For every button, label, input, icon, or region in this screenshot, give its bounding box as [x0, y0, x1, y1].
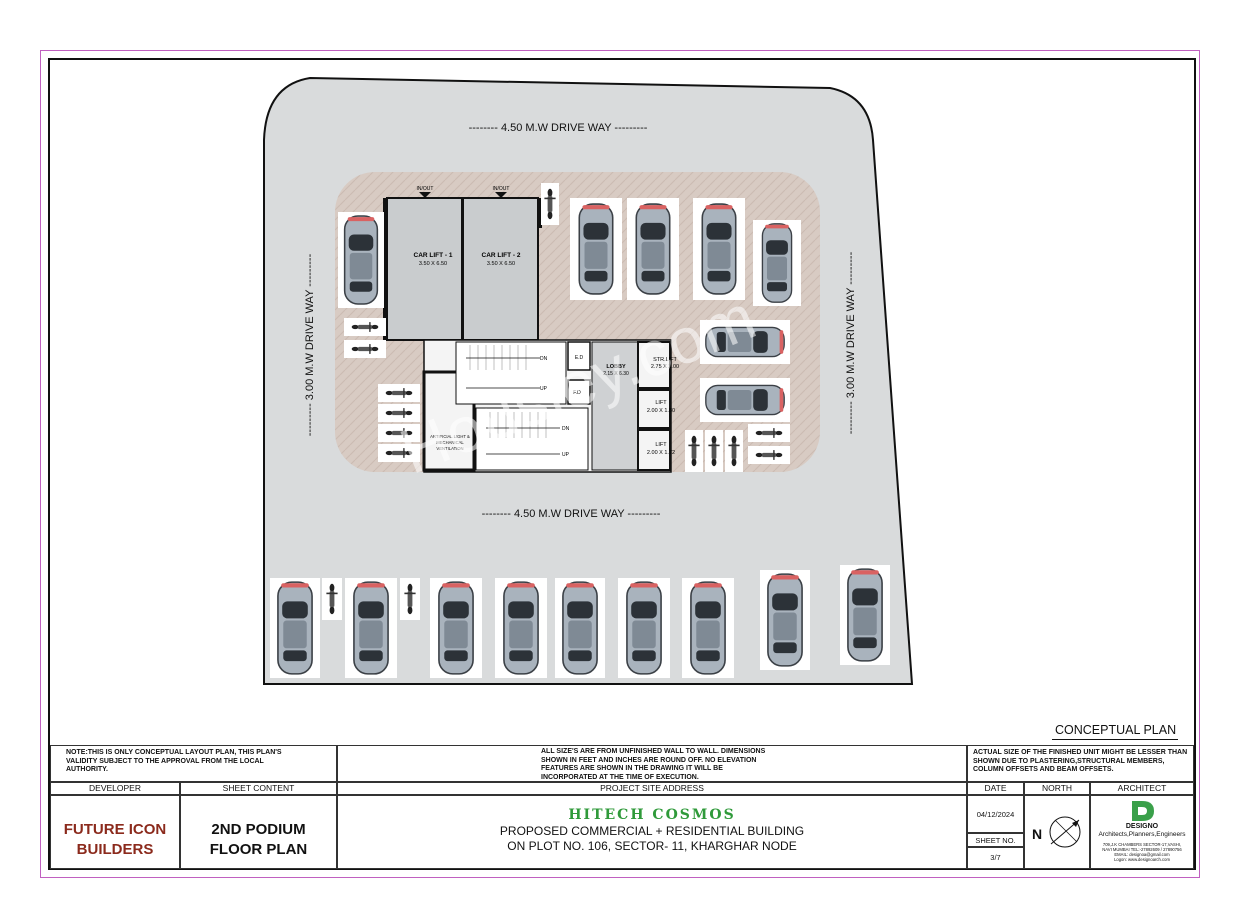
car-lift-1-size: 3.50 X 6.50 [419, 261, 447, 267]
driveway-left-label: --------- 3.00 M.W DRIVE WAY --------- [304, 253, 316, 436]
str-lift-size: 2.75 X 2.00 [651, 364, 679, 370]
fd-label: F.D [573, 390, 581, 396]
car-lift-2-name: CAR LIFT - 2 [482, 252, 521, 259]
driveway-bottom-label: -------- 4.50 M.W DRIVE WAY --------- [482, 508, 661, 520]
lift-1-name: LIFT [655, 400, 667, 406]
hdr-site-address: PROJECT SITE ADDRESS [337, 782, 967, 795]
architect-web: Logon: www.designoarch.com [1114, 857, 1170, 862]
lift-wall-right [538, 198, 542, 228]
lobby-name: LOBBY [606, 364, 626, 370]
actual-note-cell: ACTUAL SIZE OF THE FINISHED UNIT MIGHT B… [967, 745, 1194, 782]
stretcher-lift [637, 341, 671, 389]
north-cell: N [1024, 795, 1090, 869]
architect-address-1: 709,J.K CHAMBERS SECTOR-17,VASHI, [1102, 842, 1182, 847]
podium-bikes [344, 183, 790, 472]
staircase-upper [455, 341, 567, 405]
driveway-right-label: --------- 3.00 M.W DRIVE WAY --------- [845, 251, 857, 434]
date-value: 04/12/2024 [967, 795, 1024, 833]
fd-room [567, 379, 591, 405]
developer-cell: FUTURE ICON BUILDERS [50, 795, 180, 869]
sheet-content-cell: 2ND PODIUM FLOOR PLAN [180, 795, 337, 869]
conceptual-plan-underline [1052, 739, 1178, 740]
lift-2-name: LIFT [655, 442, 667, 448]
sheet-no-value: 3/7 [967, 847, 1024, 869]
sheet-content-line-1: 2ND PODIUM [211, 821, 306, 838]
lift-2-shaft [637, 429, 671, 471]
note-cell: NOTE:THIS IS ONLY CONCEPTUAL LAYOUT PLAN… [50, 745, 337, 782]
stair-dn-upper: DN [540, 356, 548, 362]
hdr-developer: DEVELOPER [50, 782, 180, 795]
lift-2-size: 2.00 X 1.72 [647, 450, 675, 456]
note-label: NOTE: [66, 749, 88, 756]
lift-1-shaft [637, 389, 671, 429]
in-out-arrow-1 [419, 192, 431, 198]
architect-email: EMAIL: designoa@gmail.com [1114, 852, 1170, 857]
project-line-1: PROPOSED COMMERCIAL + RESIDENTIAL BUILDI… [499, 824, 805, 838]
car-lift-2-size: 3.50 X 6.50 [487, 261, 515, 267]
actual-note: ACTUAL SIZE OF THE FINISHED UNIT MIGHT B… [973, 749, 1188, 773]
stair-dn-lower: DN [562, 426, 570, 432]
architect-address-2: NAVI MUMBAI TEL:-27892609 / 27890756 [1102, 847, 1182, 852]
sheet-content-line-2: FLOOR PLAN [209, 841, 308, 858]
lobby [591, 341, 639, 471]
bottom-row-parking [270, 565, 890, 678]
outer-frame [40, 50, 1200, 878]
architect-name: DESIGNO [1125, 823, 1159, 830]
north-arrow-icon [1049, 816, 1081, 848]
lift-1-size: 2.00 X 1.80 [647, 408, 675, 414]
car-lift-1-tag: IN/OUT [417, 186, 434, 192]
sizes-note: ALL SIZE'S ARE FROM UNFINISHED WALL TO W… [541, 748, 766, 781]
podium-cars [338, 198, 801, 422]
ventilation-label: ARTIFICIAL LIGHT & MECHANICAL VENTILATIO… [430, 434, 470, 451]
car-lift-1-name: CAR LIFT - 1 [414, 252, 453, 259]
in-out-arrow-2 [495, 192, 507, 198]
staircase-lower [475, 407, 589, 471]
developer-line-1: FUTURE ICON [63, 821, 167, 838]
hdr-date: DATE [967, 782, 1024, 795]
north-letter: N [1032, 826, 1043, 842]
project-line-2: ON PLOT NO. 106, SECTOR- 11, KHARGHAR NO… [507, 839, 797, 853]
site-address-cell: HITECH COSMOS PROPOSED COMMERCIAL + RESI… [337, 795, 967, 869]
stair-up-lower: UP [562, 452, 570, 458]
conceptual-plan-label: CONCEPTUAL PLAN [1055, 723, 1177, 737]
hdr-north: NORTH [1024, 782, 1090, 795]
sizes-note-cell: ALL SIZE'S ARE FROM UNFINISHED WALL TO W… [337, 745, 967, 782]
ed-label: E.D [575, 355, 584, 361]
architect-tagline: Architects,Planners,Engineers [1098, 831, 1186, 838]
developer-line-2: BUILDERS [76, 841, 154, 858]
project-name: HITECH COSMOS [568, 807, 736, 823]
stair-up-upper: UP [540, 386, 548, 392]
note-text: THIS IS ONLY CONCEPTUAL LAYOUT PLAN, THI… [66, 749, 282, 773]
str-lift-name: STR.LIFT [653, 357, 677, 363]
car-lift-2-shaft [462, 197, 539, 341]
car-lift-1-shaft [386, 197, 463, 341]
designo-logo-icon [1132, 801, 1154, 821]
hdr-architect: ARCHITECT [1090, 782, 1194, 795]
ed-room [567, 341, 591, 371]
lobby-size: 2.15 X 6.30 [603, 371, 629, 377]
car-lift-2-tag: IN/OUT [493, 186, 510, 192]
driveway-top-label: -------- 4.50 M.W DRIVE WAY --------- [469, 122, 648, 134]
sheet-no-label: SHEET NO. [967, 833, 1024, 847]
architect-cell: DESIGNO Architects,Planners,Engineers 70… [1090, 795, 1194, 869]
lift-wall-left [383, 198, 387, 340]
drawing-border [48, 58, 1196, 870]
hdr-sheet-content: SHEET CONTENT [180, 782, 337, 795]
